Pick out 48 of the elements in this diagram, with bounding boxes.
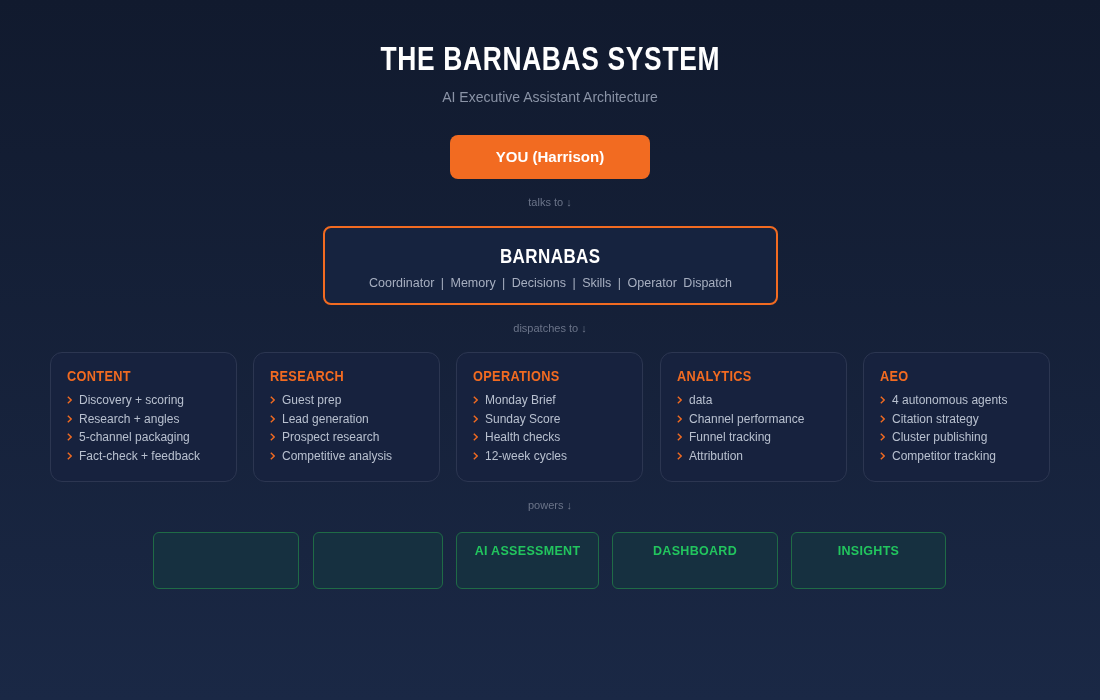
user-box (450, 135, 650, 179)
card-heading: OPERATIONS (473, 368, 561, 383)
product-box (313, 532, 443, 589)
list-item: Discovery + scoring (79, 394, 185, 407)
subtitle: AI Executive Assistant Architecture (442, 88, 658, 107)
card-heading: AEO (880, 368, 910, 383)
list-item: 12-week cycles (485, 449, 568, 462)
list-item: Cluster publishing (892, 431, 988, 444)
card-heading: RESEARCH (270, 368, 346, 383)
flow-label: dispatches to ↓ (513, 321, 587, 336)
product-heading: DASHBOARD (652, 543, 738, 560)
product-heading: AI ASSESSMENT (474, 543, 581, 560)
list-item: Health checks (485, 431, 561, 444)
domain-card (456, 352, 643, 482)
card-heading: ANALYTICS (677, 368, 753, 383)
list-item: Citation strategy (892, 412, 979, 425)
list-item: data (689, 394, 713, 407)
list-item: Research + angles (79, 412, 180, 425)
list-item: Competitor tracking (892, 449, 997, 462)
product-box (612, 532, 778, 589)
domain-card (660, 352, 847, 482)
product-box (456, 532, 599, 589)
coordinator-box (323, 226, 778, 305)
list-item: 4 autonomous agents (892, 394, 1008, 407)
list-item: 5-channel packaging (79, 431, 190, 444)
list-item: Monday Brief (485, 394, 556, 407)
product-box (791, 532, 946, 589)
box-label: YOU (Harrison) (495, 146, 605, 167)
card-heading: CONTENT (67, 368, 132, 383)
domain-card (253, 352, 440, 482)
product-box (153, 532, 299, 589)
list-item: Channel performance (689, 412, 805, 425)
domain-card (50, 352, 237, 482)
list-item: Guest prep (282, 394, 342, 407)
product-heading: INSIGHTS (837, 543, 900, 560)
flow-label: talks to ↓ (528, 195, 572, 210)
list-item: Lead generation (282, 412, 369, 425)
list-item: Sunday Score (485, 412, 561, 425)
title: THE BARNABAS SYSTEM (380, 42, 720, 75)
list-item: Prospect research (282, 431, 380, 444)
box-heading: BARNABAS (500, 246, 601, 266)
list-item: Funnel tracking (689, 431, 772, 444)
flow-label: powers ↓ (528, 498, 572, 513)
domain-card (863, 352, 1050, 482)
list-item: Competitive analysis (282, 449, 393, 462)
component-list: Coordinator | Memory | Decisions | Skills | Operator Dispatch (369, 274, 732, 293)
list-item: Fact-check + feedback (79, 449, 201, 462)
list-item: Attribution (689, 449, 744, 462)
